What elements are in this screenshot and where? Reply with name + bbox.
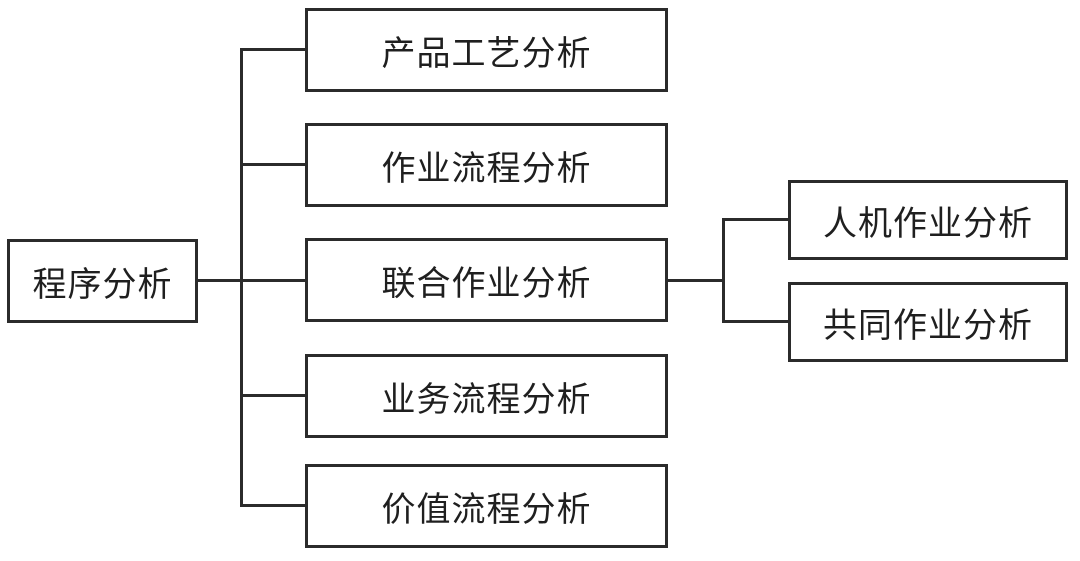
node-label: 业务流程分析 [381, 381, 592, 419]
node-business-flow-analysis: 业务流程分析 [305, 354, 668, 438]
connector-branch-operation [240, 163, 306, 166]
node-label: 人机作业分析 [823, 205, 1033, 243]
connector-trunk-vertical [240, 48, 243, 507]
node-value-flow-analysis: 价值流程分析 [305, 464, 668, 548]
node-label: 产品工艺分析 [381, 35, 592, 73]
node-product-process-analysis: 产品工艺分析 [305, 8, 668, 92]
node-joint-operation-analysis: 联合作业分析 [305, 238, 668, 322]
connector-branch-value [240, 504, 306, 507]
node-label: 价值流程分析 [381, 491, 592, 529]
node-label: 联合作业分析 [381, 265, 592, 303]
connector-subtrunk-vertical [722, 218, 725, 323]
connector-root-to-trunk [196, 279, 242, 282]
connector-joint-to-subtrunk [665, 279, 725, 282]
node-label: 程序分析 [32, 266, 173, 304]
connector-branch-joint [240, 279, 306, 282]
node-man-machine-operation-analysis: 人机作业分析 [788, 180, 1068, 260]
node-label: 共同作业分析 [823, 307, 1033, 345]
connector-branch-common [722, 320, 791, 323]
connector-branch-man-machine [722, 218, 791, 221]
connector-branch-business [240, 394, 306, 397]
node-label: 作业流程分析 [381, 150, 592, 188]
connector-branch-product [240, 48, 306, 51]
node-program-analysis: 程序分析 [7, 239, 198, 323]
node-operation-flow-analysis: 作业流程分析 [305, 123, 668, 207]
node-common-operation-analysis: 共同作业分析 [788, 282, 1068, 362]
